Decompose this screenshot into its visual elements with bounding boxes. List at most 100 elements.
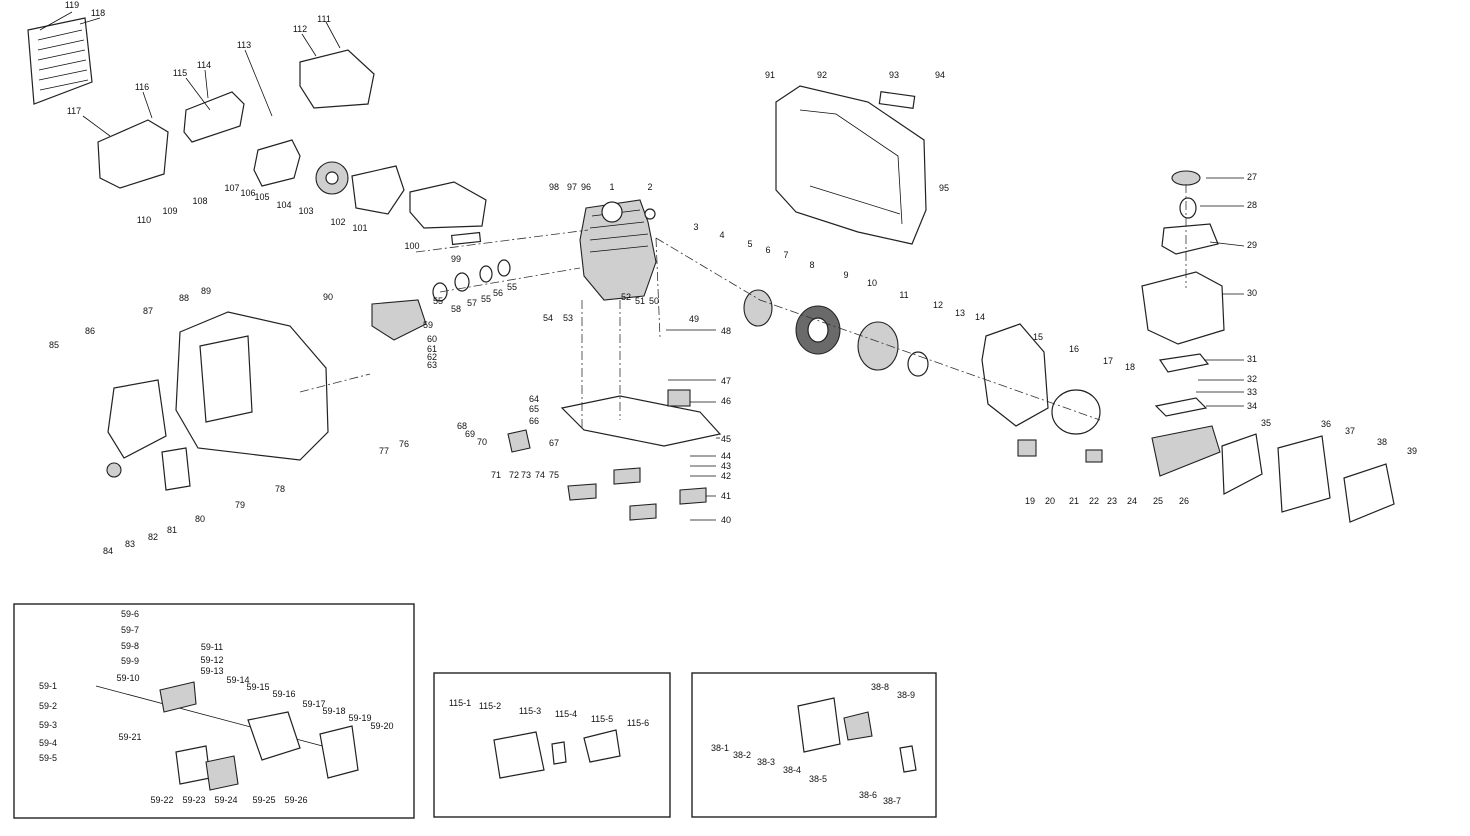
inset-59-part-number-label: 59-18 (322, 706, 345, 716)
inset-115-part-number-label: 115-5 (591, 714, 613, 724)
part-number-label: 7 (783, 250, 788, 260)
inset-115-part-number-label: 115-4 (555, 709, 577, 719)
part-number-label: 80 (195, 514, 205, 524)
part-number-label: 59 (423, 320, 433, 330)
part-fuel-valve (507, 429, 531, 453)
part-number-label: 32 (1247, 374, 1257, 384)
part-number-label: 64 (529, 394, 539, 404)
part-number-label: 104 (276, 200, 291, 210)
part-number-label: 79 (235, 500, 245, 510)
part-number-label: 119 (65, 0, 79, 10)
part-fuel-strainer (1179, 197, 1197, 219)
inset-59-part-number-label: 59-2 (39, 701, 57, 711)
assembly-guides (299, 184, 1187, 430)
part-number-label: 58 (451, 304, 461, 314)
part-number-label: 6 (765, 245, 770, 255)
part-number-label: 26 (1179, 496, 1189, 506)
inset-38-part-number-label: 38-9 (897, 690, 915, 700)
inset-59-part-number-label: 59-5 (39, 753, 57, 763)
inset-59-part-number-label: 59-3 (39, 720, 57, 730)
part-number-label: 4 (719, 230, 724, 240)
part-number-label: 110 (137, 215, 151, 225)
part-muffler (253, 139, 301, 187)
part-number-label: 18 (1125, 362, 1135, 372)
part-number-label: 41 (721, 491, 731, 501)
part-number-label: 11 (899, 290, 908, 300)
part-number-label: 44 (721, 451, 731, 461)
part-number-label: 90 (323, 292, 333, 302)
part-number-label: 63 (427, 360, 437, 370)
part-number-label: 89 (201, 286, 211, 296)
part-fuel-cap (1171, 170, 1201, 186)
inset-59-part-number-label: 59-6 (121, 609, 139, 619)
part-number-label: 105 (254, 192, 269, 202)
part-number-label: 84 (103, 546, 113, 556)
part-side-cover (97, 119, 169, 189)
part-number-label: 76 (399, 439, 409, 449)
part-number-label: 13 (955, 308, 965, 318)
part-number-label: 103 (298, 206, 313, 216)
part-spark-plug (644, 208, 656, 220)
part-number-label: 54 (543, 313, 553, 323)
part-number-label: 77 (379, 446, 389, 456)
part-cylinder-shroud (409, 181, 487, 229)
part-number-label: 102 (330, 217, 345, 227)
part-number-label: 75 (549, 470, 559, 480)
part-number-label: 16 (1069, 344, 1079, 354)
part-number-label: 30 (1247, 288, 1257, 298)
part-number-label: 66 (529, 416, 539, 426)
part-number-label: 47 (721, 376, 731, 386)
part-number-label: 40 (721, 515, 731, 525)
part-number-label: 88 (179, 293, 189, 303)
part-panel-35 (1221, 433, 1263, 495)
part-number-label: 87 (143, 306, 153, 316)
part-number-label: 28 (1247, 200, 1257, 210)
part-fuel-tank (1141, 271, 1225, 345)
part-exhaust-housing (351, 165, 405, 215)
part-number-label: 2 (647, 182, 652, 192)
part-number-label: 14 (975, 312, 985, 322)
part-number-label: 53 (563, 313, 573, 323)
part-number-label: 83 (125, 539, 135, 549)
part-number-label: 55 (481, 294, 491, 304)
inset-38-part-number-label: 38-1 (711, 743, 729, 753)
part-number-label: 61 (427, 344, 437, 354)
inset-59-part-number-label: 59-26 (284, 795, 307, 805)
part-number-label: 92 (817, 70, 827, 80)
part-number-label: 8 (809, 260, 814, 270)
part-19 (1017, 439, 1037, 457)
part-number-label: 112 (293, 24, 307, 34)
part-number-label: 19 (1025, 496, 1035, 506)
part-number-label: 46 (721, 396, 731, 406)
part-cover-80 (161, 447, 191, 491)
inset-59-part-number-label: 59-4 (39, 738, 57, 748)
inset-59-part-number-label: 59-24 (214, 795, 237, 805)
part-number-label: 95 (939, 183, 949, 193)
part-number-label: 85 (49, 340, 59, 350)
inset-115-part-number-label: 115-2 (479, 701, 501, 711)
inset-38-part-number-label: 38-5 (809, 774, 827, 784)
part-number-label: 101 (352, 223, 367, 233)
part-number-label: 56 (493, 288, 503, 298)
part-fuel-neck (1161, 223, 1219, 255)
inset-38-part-number-label: 38-4 (783, 765, 801, 775)
inset-59-part-number-label: 59-22 (150, 795, 173, 805)
part-gasket-31 (1158, 353, 1210, 373)
inset-59-part-number-label: 59-11 (201, 642, 223, 652)
leader-lines (39, 11, 1245, 521)
inset-38-part-number-label: 38-3 (757, 757, 775, 767)
part-number-label: 109 (162, 206, 177, 216)
part-number-label: 108 (192, 196, 207, 206)
part-number-label: 118 (91, 8, 105, 18)
part-number-label: 35 (1261, 418, 1271, 428)
part-side-panel-86 (107, 379, 167, 459)
part-number-label: 99 (451, 254, 461, 264)
part-number-label: 62 (427, 352, 437, 362)
inset-115-muffler (433, 672, 671, 818)
part-top-shroud (299, 49, 375, 109)
part-muffler-cover (183, 91, 245, 143)
inset-59-part-number-label: 59-7 (121, 625, 139, 635)
inset-115-part-number-label: 115-6 (627, 718, 649, 728)
part-number-label: 71 (491, 470, 501, 480)
